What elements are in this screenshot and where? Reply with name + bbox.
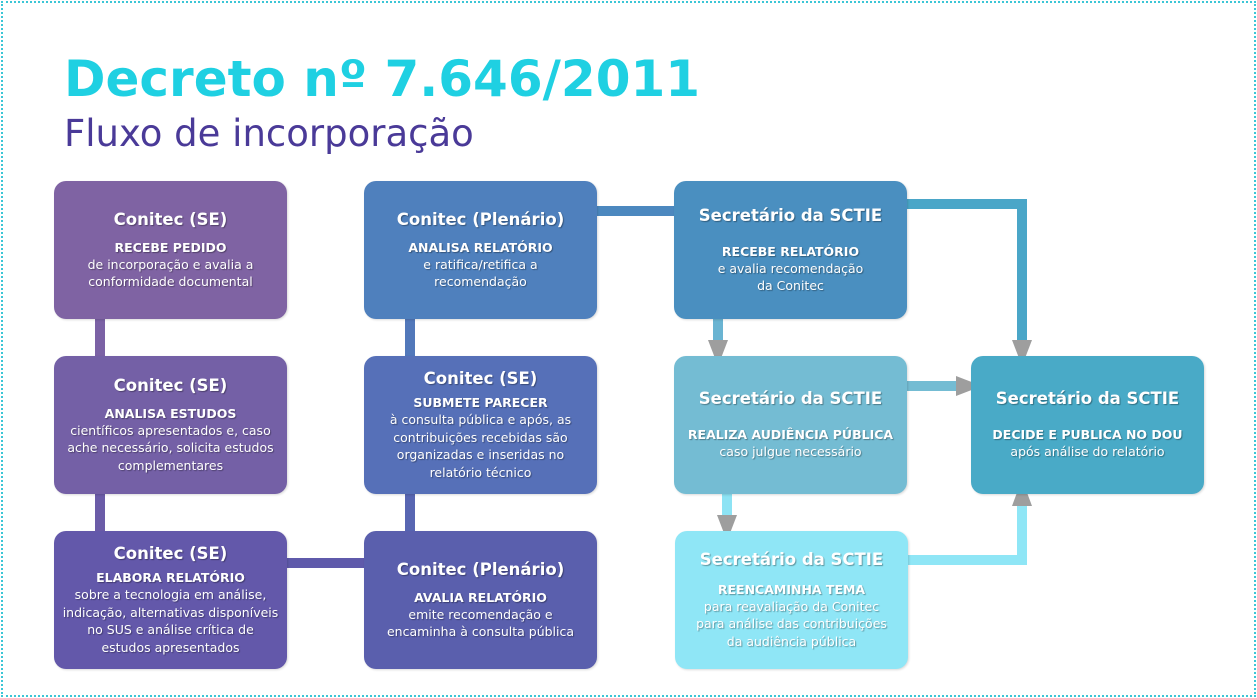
step-receive-request: Conitec (SE) RECEBE PEDIDO de incorporaç… [54,181,287,319]
step-detail: para reavaliação da Conitec para análise… [696,598,887,649]
connector-9-10 [906,505,1027,565]
step-analyze-studies: Conitec (SE) ANALISA ESTUDOS científicos… [54,356,287,494]
step-heading: Conitec (Plenário) [396,559,565,579]
step-action: RECEBE PEDIDO [114,239,227,255]
step-heading: Secretário da SCTIE [698,389,883,409]
step-detail: científicos apresentados e, caso ache ne… [67,422,274,473]
step-prepare-report: Conitec (SE) ELABORA RELATÓRIO sobre a t… [54,531,287,669]
step-action: ELABORA RELATÓRIO [96,570,245,585]
step-action: ANALISA RELATÓRIO [408,239,553,255]
arrow-head-7-8 [708,340,728,366]
step-detail: de incorporação e avalia a conformidade … [87,256,254,290]
step-heading: Conitec (SE) [423,369,538,388]
step-action: AVALIA RELATÓRIO [414,589,547,605]
step-detail: à consulta pública e após, as contribuiç… [389,412,572,480]
step-detail: e ratifica/retifica a recomendação [423,256,538,290]
arrow-head-8-9 [717,515,737,541]
step-plenary-evaluate-report: Conitec (Plenário) AVALIA RELATÓRIO emit… [364,531,597,669]
step-detail: emite recomendação e encaminha à consult… [386,606,575,640]
page-subtitle: Fluxo de incorporação [64,112,474,155]
step-action: REENCAMINHA TEMA [717,581,866,597]
step-heading: Conitec (SE) [113,544,228,563]
step-heading: Conitec (SE) [113,209,228,229]
step-detail: caso julgue necessário [719,444,862,460]
step-heading: Conitec (SE) [113,375,228,395]
step-sctie-receive-report: Secretário da SCTIE RECEBE RELATÓRIO e a… [674,181,907,319]
step-action: SUBMETE PARECER [413,395,548,410]
page-title: Decreto nº 7.646/2011 [64,50,701,108]
step-plenary-analyze-report: Conitec (Plenário) ANALISA RELATÓRIO e r… [364,181,597,319]
step-sctie-decide-publish: Secretário da SCTIE DECIDE E PUBLICA NO … [971,356,1204,494]
step-submit-opinion: Conitec (SE) SUBMETE PARECER à consulta … [364,356,597,494]
step-detail: após análise do relatório [1010,444,1165,460]
step-action: DECIDE E PUBLICA NO DOU [992,427,1183,443]
step-detail: e avalia recomendação da Conitec [717,260,864,294]
step-sctie-public-hearing: Secretário da SCTIE REALIZA AUDIÊNCIA PÚ… [674,356,907,494]
arrow-head-7-10 [1012,340,1032,366]
step-action: RECEBE RELATÓRIO [721,243,860,259]
step-action: ANALISA ESTUDOS [104,405,237,421]
step-action: REALIZA AUDIÊNCIA PÚBLICA [687,427,894,443]
step-heading: Conitec (Plenário) [396,209,565,229]
step-detail: sobre a tecnologia em análise, indicação… [62,587,279,655]
step-sctie-forward-topic: Secretário da SCTIE REENCAMINHA TEMA par… [675,531,908,669]
arrow-head-8-10 [956,376,982,396]
step-heading: Secretário da SCTIE [995,389,1180,409]
step-heading: Secretário da SCTIE [698,205,883,225]
step-heading: Secretário da SCTIE [699,549,884,569]
connector-7-10 [904,199,1027,342]
